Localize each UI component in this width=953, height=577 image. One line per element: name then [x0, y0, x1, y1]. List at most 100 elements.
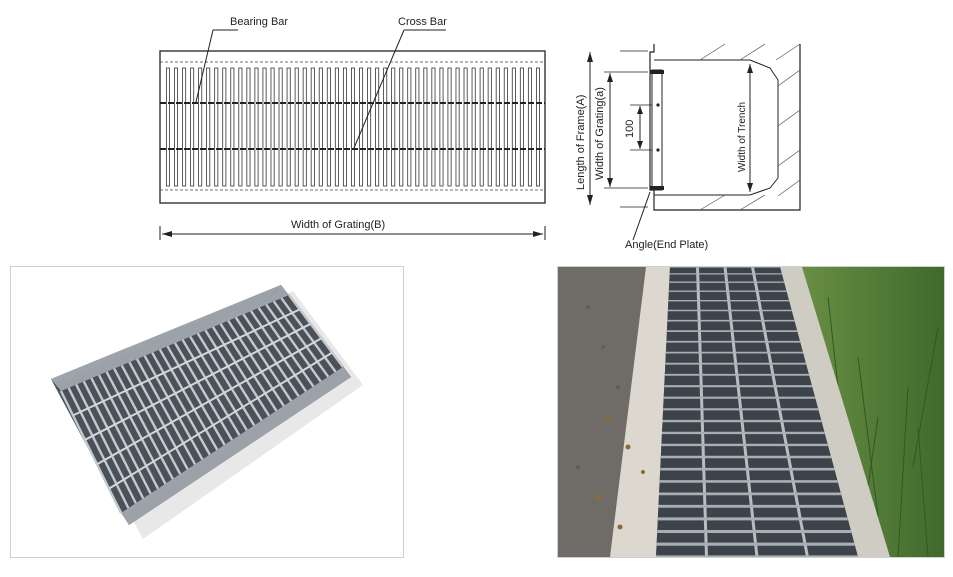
product-bearing-bar: [75, 384, 137, 504]
bearing-bar: [222, 67, 227, 187]
installed-cross-bar: [751, 267, 809, 557]
bearing-bar: [487, 67, 492, 187]
bearing-bar: [359, 67, 364, 187]
product-bearing-bar: [196, 332, 256, 427]
bearing-bar: [294, 67, 299, 187]
product-bearing-bar: [90, 377, 152, 495]
cross-bar-leader-diag: [353, 29, 405, 149]
bearing-bar: [367, 67, 372, 187]
bearing-bars: [165, 67, 541, 187]
product-bearing-bar: [280, 297, 337, 373]
bearing-bar-leader-diag: [195, 29, 214, 103]
bearing-bar: [174, 67, 179, 187]
grating-plan-view: [159, 50, 546, 204]
bearing-bar: [447, 67, 452, 187]
product-bearing-bar: [143, 355, 204, 461]
bearing-bar: [262, 67, 267, 187]
bearing-bar: [286, 67, 291, 187]
installed-bars: [656, 267, 858, 557]
bearing-bar: [431, 67, 436, 187]
technical-diagram: Bearing Bar Cross Bar Width of Grating(B…: [159, 16, 801, 251]
bearing-bar: [439, 67, 444, 187]
bearing-bar: [326, 67, 331, 187]
product-bars: [59, 294, 344, 514]
bearing-bar: [455, 67, 460, 187]
length-of-frame-label: Length of Frame(A): [575, 95, 587, 190]
product-bearing-bar: [288, 294, 344, 368]
width-of-trench-label: Width of Trench: [737, 102, 748, 172]
angle-end-plate-label: Angle(End Plate): [625, 239, 708, 251]
bearing-bar: [471, 67, 476, 187]
bearing-bar: [302, 67, 307, 187]
bearing-bar: [519, 67, 524, 187]
bearing-bar: [495, 67, 500, 187]
bearing-bar: [246, 67, 251, 187]
bearing-bar: [278, 67, 283, 187]
grating-product-photo: [10, 266, 404, 558]
width-of-grating-b-label: Width of Grating(B): [291, 219, 385, 231]
bearing-bar: [423, 67, 428, 187]
bearing-bar: [206, 67, 211, 187]
product-bearing-bar: [105, 371, 167, 485]
product-cross-bar: [72, 308, 301, 417]
width-of-grating-dimension: [159, 226, 546, 240]
bearing-bar: [342, 67, 347, 187]
product-bearing-bar: [242, 313, 300, 397]
product-bearing-bar: [128, 361, 189, 470]
dimension-100-label: 100: [624, 120, 636, 138]
width-of-grating-a-label: Width of Grating(a): [594, 87, 606, 180]
product-bearing-bar: [97, 374, 160, 490]
installed-cross-bar: [696, 267, 708, 557]
bearing-bar: [511, 67, 516, 187]
installed-grating: [656, 267, 858, 557]
bearing-bar: [383, 67, 388, 187]
product-bearing-bar: [67, 387, 130, 509]
cross-bar-label: Cross Bar: [398, 16, 447, 28]
bearing-bar: [230, 67, 235, 187]
bearing-bar: [310, 67, 315, 187]
bearing-bar: [375, 67, 380, 187]
bearing-bar: [407, 67, 412, 187]
bearing-bar: [334, 67, 339, 187]
product-cross-bar: [84, 322, 312, 441]
bearing-bar: [391, 67, 396, 187]
product-bearing-bar: [219, 323, 278, 412]
product-bearing-bar: [257, 307, 315, 388]
product-bearing-bar: [189, 335, 248, 431]
installed-cross-bar: [723, 267, 759, 557]
product-bearing-bar: [82, 380, 145, 499]
bearing-bar: [527, 67, 532, 187]
bearing-bar-label: Bearing Bar: [230, 16, 288, 28]
bearing-bar: [463, 67, 468, 187]
bearing-bar: [415, 67, 420, 187]
bearing-bar: [254, 67, 259, 187]
bearing-bar: [503, 67, 508, 187]
bearing-bar: [238, 67, 243, 187]
bearing-bar: [182, 67, 187, 187]
trench-section-view: [587, 43, 801, 241]
bearing-bar: [198, 67, 203, 187]
product-bearing-bar: [265, 303, 322, 383]
product-bearing-bar: [59, 390, 123, 514]
product-bearing-bar: [227, 319, 285, 407]
bearing-bar: [399, 67, 404, 187]
product-bearing-bar: [120, 364, 182, 475]
product-bearing-bar: [250, 310, 307, 393]
product-cross-bar: [96, 337, 322, 466]
product-bearing-bar: [151, 352, 211, 456]
product-bearing-bar: [204, 329, 263, 422]
bearing-bar: [165, 67, 170, 187]
product-bearing-bar: [211, 326, 271, 417]
product-bearing-bar: [181, 339, 241, 436]
bearing-bar: [479, 67, 484, 187]
product-bearing-bar: [113, 368, 174, 480]
product-cross-bar: [108, 351, 333, 490]
bearing-bar: [190, 67, 195, 187]
product-bearing-bar: [166, 345, 226, 446]
product-bearing-bar: [234, 316, 293, 402]
bearing-bar: [318, 67, 323, 187]
product-bearing-bar: [173, 342, 234, 441]
bearing-bar: [350, 67, 355, 187]
product-bearing-bar: [272, 300, 330, 378]
bearing-bar: [536, 67, 541, 187]
